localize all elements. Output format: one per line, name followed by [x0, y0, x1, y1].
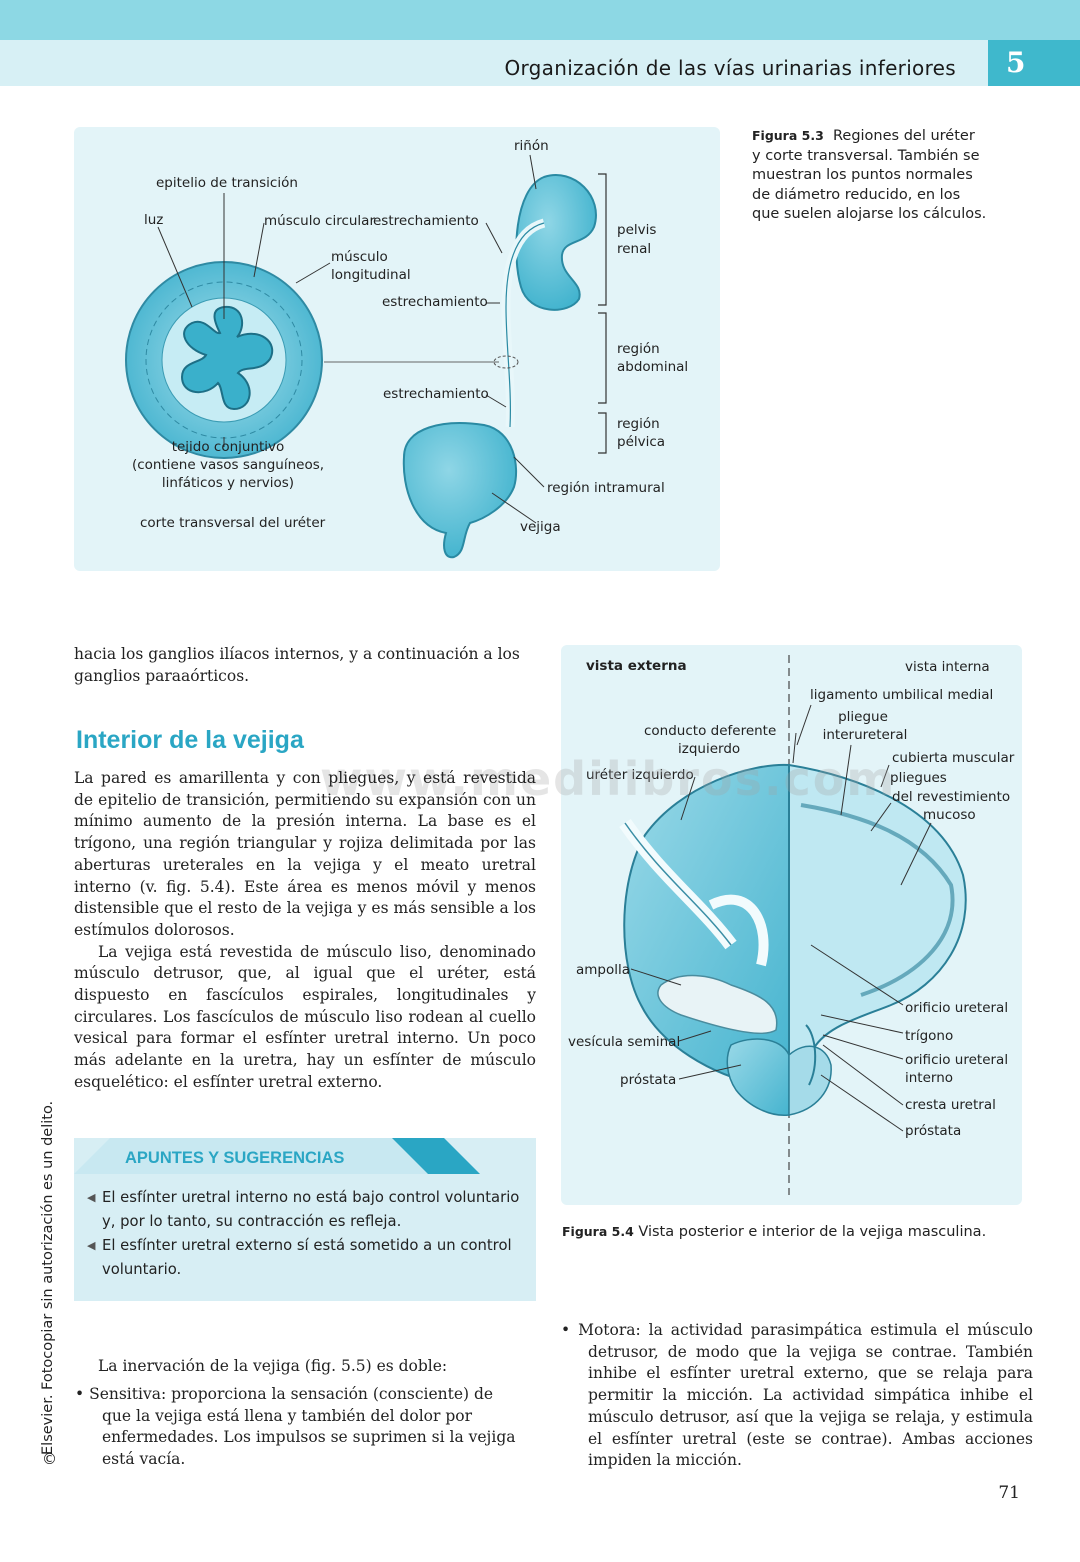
paragraph: La pared es amarillenta y con pliegues, … [74, 769, 536, 939]
label-orificio-interno-1: orificio ureteral [905, 1052, 1009, 1068]
label-tejido-2: (contiene vasos sanguíneos, [131, 457, 325, 473]
label-region-intramural: región intramural [547, 480, 665, 496]
label-region-pelvica-2: pélvica [617, 434, 666, 450]
label-vista-externa: vista externa [586, 658, 687, 674]
watermark: www.medilibros.com [320, 752, 897, 806]
section-heading: Interior de la vejiga [76, 726, 304, 754]
seminal-vesicle [657, 974, 778, 1034]
tip-bullet-icon: ◀ [87, 1239, 96, 1252]
label-conducto-1: conducto deferente [644, 723, 777, 739]
label-trigono: trígono [905, 1028, 954, 1044]
label-tejido-1: tejido conjuntivo [171, 439, 285, 455]
label-conducto-2: izquierdo [678, 741, 741, 757]
running-header-title: Organización de las vías urinarias infer… [504, 56, 956, 80]
label-region-pelvica-1: región [617, 416, 660, 432]
tip-text: El esfínter uretral interno no está bajo… [102, 1189, 520, 1230]
label-estrechamiento-mid: estrechamiento [382, 294, 488, 310]
caption-label: Figura 5.4 [562, 1224, 634, 1239]
label-ligamento: ligamento umbilical medial [810, 687, 994, 703]
label-pliegue-2: interureteral [822, 727, 908, 743]
label-estrechamiento-top: estrechamiento [373, 213, 479, 229]
label-vejiga: vejiga [520, 519, 561, 535]
bladder [402, 422, 518, 559]
label-pliegues-1: pliegues [890, 770, 947, 786]
copyright-mark: © [42, 1450, 57, 1468]
label-pliegue-1: pliegue [838, 709, 888, 725]
chapter-number: 5 [988, 40, 1080, 86]
tip-item: ◀ El esfínter uretral interno no está ba… [87, 1186, 522, 1234]
figure-5-4-caption: Figura 5.4 Vista posterior e interior de… [562, 1222, 986, 1243]
top-color-bar [0, 0, 1080, 40]
tip-text: El esfínter uretral externo sí está some… [102, 1237, 512, 1278]
label-musculo-longitudinal-2: longitudinal [331, 267, 411, 283]
innervation-motora: • Motora: la actividad parasimpática est… [561, 1321, 1033, 1470]
innervation-intro: La inervación de la vejiga (fig. 5.5) es… [98, 1357, 448, 1375]
label-musculo-circular: músculo circular [264, 213, 375, 229]
label-luz: luz [144, 212, 164, 228]
tip-bullet-icon: ◀ [87, 1191, 96, 1204]
tips-title: APUNTES Y SUGERENCIAS [125, 1149, 345, 1167]
caption-text: Vista posterior e interior de la vejiga … [638, 1224, 987, 1240]
label-corte: corte transversal del uréter [140, 515, 326, 531]
label-cubierta: cubierta muscular [892, 750, 1015, 766]
prostate [726, 1038, 790, 1116]
label-vista-interna: vista interna [905, 659, 990, 675]
text-line: ganglios paraaórticos. [74, 666, 250, 685]
ureter-lumen [180, 305, 273, 411]
bladder-internal [788, 763, 967, 1089]
ureter-diagram [125, 154, 607, 559]
label-tejido-3: linfáticos y nervios) [161, 475, 295, 491]
label-prostata-left: próstata [620, 1072, 677, 1088]
label-ureter-izq: uréter izquierdo [586, 767, 694, 783]
body-paragraphs: La pared es amarillenta y con pliegues, … [74, 768, 536, 1094]
paragraph: La vejiga está revestida de músculo liso… [74, 942, 536, 1091]
label-prostata-right: próstata [905, 1123, 962, 1139]
label-vesicula-seminal: vesícula seminal [568, 1034, 681, 1050]
label-cresta-uretral: cresta uretral [905, 1097, 996, 1113]
figure-5-4: vista externa vista interna ligamento um… [561, 645, 1022, 1205]
label-epitelio: epitelio de transición [156, 175, 298, 191]
caption-label: Figura 5.3 [752, 128, 824, 143]
label-musculo-longitudinal-1: músculo [331, 249, 388, 265]
bladder-diagram [619, 655, 967, 1195]
caption-line: y corte transversal. También se [752, 147, 980, 164]
innervation-sensitiva: • Sensitiva: proporciona la sensación (c… [75, 1385, 516, 1469]
caption-line: Regiones del uréter [832, 128, 975, 144]
label-orificio-ureteral: orificio ureteral [905, 1000, 1009, 1016]
caption-line: de diámetro reducido, en los [752, 186, 961, 203]
label-region-abdominal-1: región [617, 341, 660, 357]
figure-5-3: epitelio de transición luz músculo circu… [74, 127, 720, 571]
caption-line: que suelen alojarse los cálculos. [752, 206, 987, 222]
label-pliegues-2: del revestimiento [892, 789, 1011, 805]
tip-item: ◀ El esfínter uretral externo sí está so… [87, 1234, 522, 1282]
label-ampolla: ampolla [576, 962, 631, 978]
kidney [515, 174, 597, 311]
intro-text: hacia los ganglios ilíacos internos, y a… [74, 644, 544, 687]
header-strip [0, 40, 988, 86]
label-pelvis-1: pelvis [617, 222, 657, 238]
label-orificio-interno-2: interno [905, 1070, 954, 1086]
label-region-abdominal-2: abdominal [617, 359, 689, 375]
text-line: hacia los ganglios ilíacos internos, y a… [74, 645, 520, 663]
tips-tab [74, 1138, 480, 1174]
label-pliegues-3: mucoso [923, 807, 976, 823]
label-pelvis-2: renal [617, 241, 652, 257]
label-rinon: riñón [514, 138, 549, 154]
copyright-side-note: Elsevier. Fotocopiar sin autorización es… [40, 1100, 56, 1455]
page-number: 71 [998, 1483, 1020, 1503]
figure-5-3-caption: Figura 5.3 Regiones del uréter y corte t… [752, 126, 992, 225]
caption-line: muestran los puntos normales [752, 167, 973, 183]
label-estrechamiento-low: estrechamiento [383, 386, 489, 402]
